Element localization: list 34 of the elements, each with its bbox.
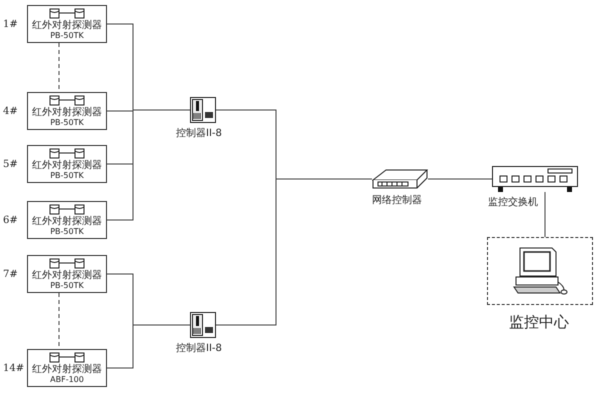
detector-name: 红外对射探测器 (32, 364, 102, 375)
detector-number: 1# (3, 18, 18, 32)
connector-line (106, 110, 190, 220)
connector-line (106, 324, 190, 368)
detector-box (27, 92, 107, 130)
connector-line (428, 178, 492, 180)
detector-number: 14# (3, 362, 24, 376)
detector-number: 6# (3, 214, 18, 228)
detector-name: 红外对射探测器 (32, 160, 102, 171)
device-label: 网络控制器 (372, 194, 422, 208)
model-number: PB-50TK (50, 118, 84, 128)
monitoring-center-label: 监控中心 (509, 312, 569, 333)
detector-number: 5# (3, 158, 18, 172)
detector-number: 7# (3, 268, 18, 282)
detector-box (27, 349, 107, 387)
detector-name: 红外对射探测器 (32, 107, 102, 118)
detector-name: 红外对射探测器 (32, 270, 102, 281)
connector-line (216, 178, 372, 326)
detector-box (27, 145, 107, 183)
model-number: PB-50TK (50, 171, 84, 181)
model-number: ABF-100 (50, 375, 84, 385)
detector-name: 红外对射探测器 (32, 216, 102, 227)
detector-box (27, 255, 107, 293)
detector-box (27, 201, 107, 239)
model-number: PB-50TK (50, 227, 84, 237)
device-label: 控制器II-8 (176, 126, 222, 141)
connector-line (544, 192, 546, 238)
detector-box (27, 5, 107, 43)
device-label: 监控交换机 (488, 196, 538, 210)
model-number: PB-50TK (50, 31, 84, 41)
device-label: 控制器II-8 (176, 342, 222, 356)
detector-name: 红外对射探测器 (32, 20, 102, 31)
detector-number: 4# (3, 105, 18, 119)
model-number: PB-50TK (50, 281, 84, 291)
